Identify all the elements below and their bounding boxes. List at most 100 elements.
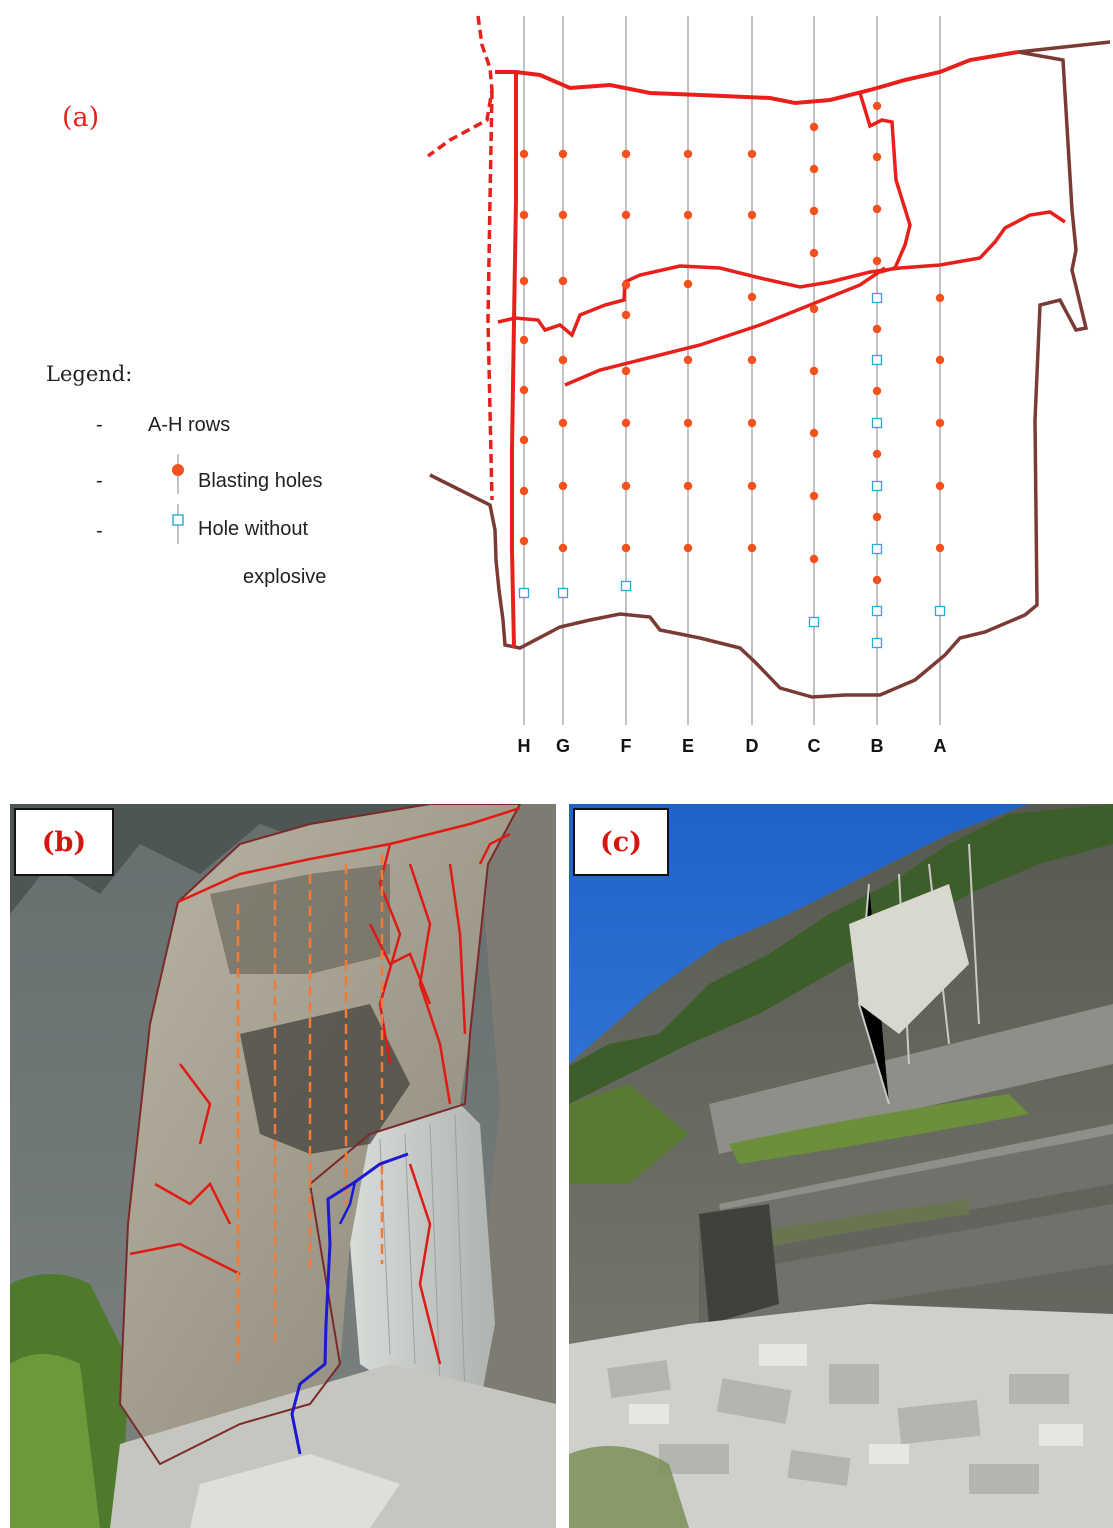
hole-without-explosive	[871, 543, 883, 555]
hole-without-explosive	[518, 587, 530, 599]
hole-without-explosive	[934, 605, 946, 617]
blasting-hole	[747, 543, 757, 553]
row-label-c: C	[808, 736, 821, 756]
blasting-hole	[683, 418, 693, 428]
legend-title: Legend:	[46, 362, 133, 386]
blasting-hole	[621, 366, 631, 376]
row-label-h: H	[518, 736, 531, 756]
blasting-hole	[872, 204, 882, 214]
blast-hole-legend-icon	[172, 454, 184, 494]
hole-without-explosive	[871, 354, 883, 366]
blasting-hole	[747, 149, 757, 159]
hole-markers	[518, 101, 946, 649]
blasting-hole	[935, 543, 945, 553]
bench-boundary	[429, 40, 1111, 699]
blasting-hole	[683, 355, 693, 365]
blasting-hole	[872, 512, 882, 522]
blasting-hole	[747, 481, 757, 491]
fracture-upper-cross	[497, 210, 1066, 338]
blasting-hole	[809, 304, 819, 314]
empty-hole-legend-icon	[172, 504, 184, 544]
hole-without-explosive	[871, 292, 883, 304]
hole-without-explosive	[871, 480, 883, 492]
blasting-hole	[558, 210, 568, 220]
blasting-hole	[683, 543, 693, 553]
blasting-hole	[558, 481, 568, 491]
blasting-hole	[872, 256, 882, 266]
hole-without-explosive	[557, 587, 569, 599]
photo-rock-face: (b)	[10, 804, 556, 1528]
legend-label-rows: A-H rows	[148, 414, 231, 436]
photo-quarry-benches: (c)	[569, 804, 1113, 1528]
blasting-hole	[519, 276, 529, 286]
blasting-hole	[621, 310, 631, 320]
rock-face-illustration	[10, 804, 556, 1528]
blasting-hole	[809, 366, 819, 376]
legend-dash: -	[96, 414, 103, 436]
blasting-hole	[558, 355, 568, 365]
row-label-f: F	[621, 736, 632, 756]
blasting-hole	[809, 428, 819, 438]
blasting-hole	[519, 435, 529, 445]
blasting-hole	[872, 324, 882, 334]
blasting-hole	[935, 481, 945, 491]
blasting-hole	[519, 486, 529, 496]
blasting-hole	[747, 355, 757, 365]
fracture-b-loop	[858, 92, 912, 274]
blasting-hole	[558, 276, 568, 286]
row-label-e: E	[682, 736, 694, 756]
blasting-hole	[747, 210, 757, 220]
fracture-lower-cross	[564, 266, 886, 387]
blasting-hole	[519, 210, 529, 220]
row-label-g: G	[556, 736, 570, 756]
hole-without-explosive	[808, 616, 820, 628]
blasting-hole	[683, 149, 693, 159]
quarry-illustration	[569, 804, 1113, 1528]
panel-b-label: (b)	[14, 808, 114, 876]
row-label-d: D	[746, 736, 759, 756]
blasting-hole	[872, 386, 882, 396]
blasting-hole	[809, 248, 819, 258]
blasting-hole	[809, 554, 819, 564]
blasting-hole	[809, 164, 819, 174]
blasting-hole	[872, 152, 882, 162]
legend-label-explosive: explosive	[243, 566, 327, 588]
blasting-hole	[809, 122, 819, 132]
legend-dash: -	[96, 520, 103, 542]
row-label-a: A	[934, 736, 947, 756]
blasting-hole	[683, 481, 693, 491]
row-label-b: B	[871, 736, 884, 756]
fracture-dashed-left	[426, 15, 494, 501]
blasting-hole	[747, 292, 757, 302]
blasting-hole	[935, 293, 945, 303]
hole-without-explosive	[871, 605, 883, 617]
fracture-outline	[510, 50, 1019, 649]
blasting-hole	[935, 355, 945, 365]
blasting-hole	[747, 418, 757, 428]
legend-label-blasting-holes: Blasting holes	[198, 470, 323, 492]
blasting-hole	[519, 335, 529, 345]
blasting-hole	[558, 149, 568, 159]
panel-c-label: (c)	[573, 808, 669, 876]
hole-without-explosive	[620, 580, 632, 592]
blasting-hole	[872, 575, 882, 585]
panel-a-label: (a)	[62, 102, 100, 133]
blasting-hole	[683, 279, 693, 289]
blasting-hole	[519, 385, 529, 395]
blasting-hole	[621, 280, 631, 290]
blasting-hole	[809, 206, 819, 216]
blasting-hole	[872, 449, 882, 459]
blasting-hole	[558, 543, 568, 553]
blasting-hole	[809, 491, 819, 501]
blasting-hole	[519, 536, 529, 546]
blasting-hole	[621, 418, 631, 428]
blasting-hole	[935, 418, 945, 428]
blasting-hole	[683, 210, 693, 220]
hole-without-explosive	[871, 417, 883, 429]
blasting-hole	[621, 149, 631, 159]
legend-dash: -	[96, 470, 103, 492]
blasting-hole	[872, 101, 882, 111]
blasting-hole	[519, 149, 529, 159]
